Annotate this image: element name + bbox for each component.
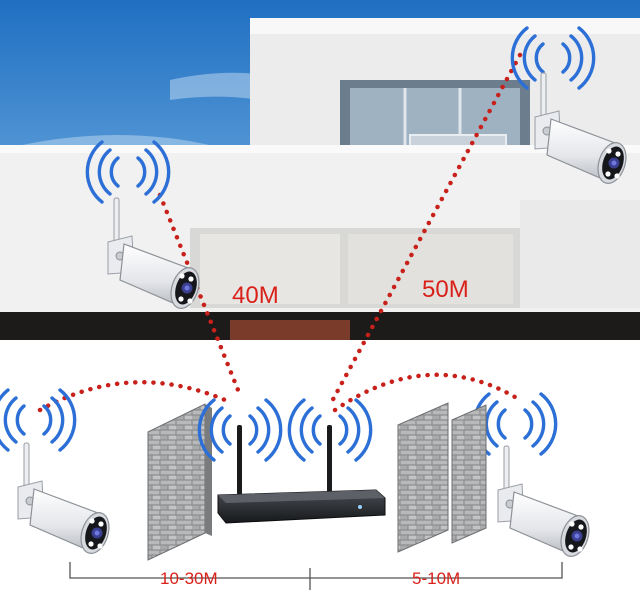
- brick-wall-right: [398, 403, 486, 552]
- range-label-right: 5-10M: [412, 569, 460, 589]
- camera-bottom-left: [0, 390, 114, 557]
- range-bracket-line: [70, 562, 562, 578]
- brick-wall-icon: [148, 404, 205, 560]
- nvr-antenna-right: [327, 425, 332, 495]
- security-camera-icon: [18, 443, 114, 557]
- distance-label-camera-top-left: 40M: [232, 282, 279, 310]
- camera-bottom-right: [474, 394, 594, 560]
- distance-label-camera-top-right: 50M: [422, 276, 469, 304]
- brick-wall-icon: [398, 403, 448, 552]
- brick-wall-icon: [452, 405, 486, 543]
- nvr-antenna-left: [237, 425, 242, 495]
- nvr-recorder: [199, 400, 385, 523]
- security-camera-icon: [498, 446, 594, 560]
- range-brackets: [70, 562, 562, 590]
- house-photo: [0, 0, 640, 340]
- range-label-left: 10-30M: [160, 569, 218, 589]
- wifi-signal-icon: [474, 394, 555, 454]
- brick-wall-left: [148, 404, 212, 560]
